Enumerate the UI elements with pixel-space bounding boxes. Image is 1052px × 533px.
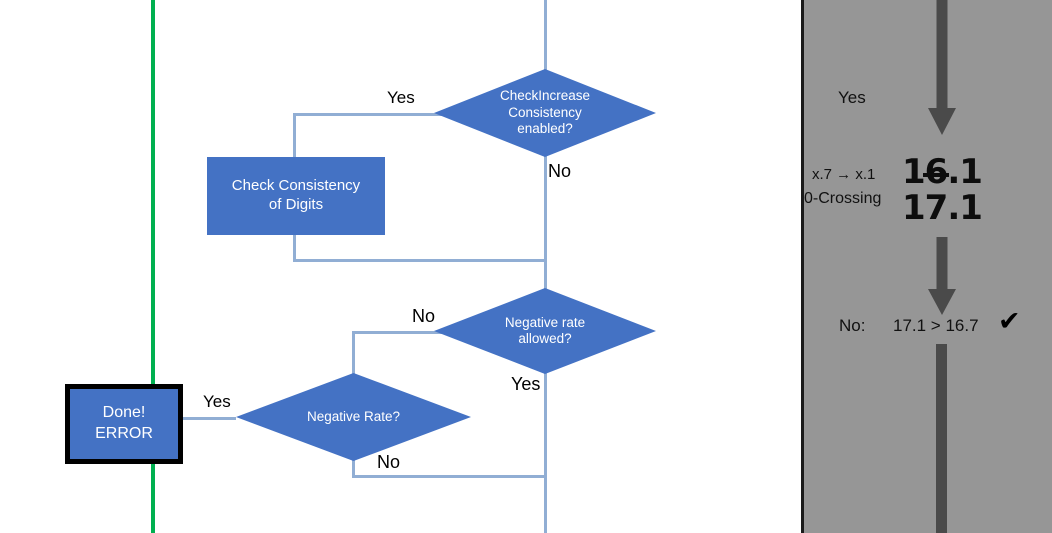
connector-trunk-lower: [544, 348, 547, 533]
edge-label-negative-rate-no: No: [377, 452, 401, 472]
decision-check-increase-consistency[interactable]: CheckIncrease Consistency enabled?: [434, 69, 656, 157]
connector-yes-to-left: [293, 113, 453, 116]
down-arrow-icon-middle: [928, 237, 956, 315]
connector-box-back-to-trunk: [293, 259, 547, 262]
annotation-panel: Yes x.7 → x.1 0-Crossing 16.1 17.1 No: 1…: [801, 0, 1052, 533]
connector-error-to-negrate: [174, 417, 236, 420]
edge-label-negative-rate-yes: Yes: [203, 392, 231, 411]
decision-line-2: Consistency: [508, 104, 582, 120]
panel-branch-label: Yes: [838, 88, 866, 107]
decision-line-1: Negative rate: [504, 314, 586, 330]
panel-rule-label-line2: 0-Crossing: [804, 190, 882, 207]
decision-negative-rate-allowed[interactable]: Negative rate allowed?: [434, 288, 656, 374]
connector-negrate-no-to-trunk: [352, 475, 547, 478]
panel-comparison-prefix: No:: [839, 316, 866, 335]
decision-line-3: enabled?: [517, 121, 573, 137]
process-line-1: Check Consistency: [231, 177, 361, 195]
panel-trunk-bar-bottom: [936, 344, 947, 533]
panel-rule-label-line1: x.7 → x.1: [812, 166, 876, 183]
connector-negrate-down: [352, 454, 355, 477]
decision-negative-rate-allowed-label: Negative rate allowed?: [497, 315, 593, 348]
strikethrough-mark: [923, 173, 949, 177]
process-label: Check Consistency of Digits: [232, 177, 360, 215]
panel-comparison: 17.1 > 16.7: [893, 316, 979, 335]
edge-label-negative-rate-allowed-yes: Yes: [511, 374, 541, 394]
terminator-line-2: ERROR: [95, 425, 153, 442]
terminator-done-error[interactable]: Done! ERROR: [65, 384, 183, 464]
connector-trunk-top: [544, 0, 547, 94]
decision-negative-rate[interactable]: Negative Rate?: [236, 373, 471, 461]
connector-left-down-to-box: [293, 113, 296, 159]
edge-label-check-increase-no: No: [548, 161, 572, 181]
decision-line-1: CheckIncrease: [499, 88, 591, 104]
connector-box-down: [293, 234, 296, 261]
connector-trunk-mid: [544, 155, 547, 307]
down-arrow-icon-top: [928, 0, 956, 135]
green-guide-line: [151, 0, 155, 533]
connector-no-to-left: [352, 331, 454, 334]
edge-label-negative-rate-allowed-no: No: [412, 306, 436, 326]
decision-negative-rate-label: Negative Rate?: [306, 408, 401, 424]
check-mark-icon: ✔: [998, 306, 1021, 337]
process-line-2: of Digits: [268, 196, 324, 213]
panel-value-current: 17.1: [902, 188, 983, 228]
panel-value-struck: 16.1: [902, 152, 983, 192]
terminator-label: Done! ERROR: [95, 403, 153, 445]
terminator-line-1: Done!: [102, 404, 146, 422]
edge-label-check-increase-yes: Yes: [387, 88, 415, 107]
process-check-consistency-of-digits[interactable]: Check Consistency of Digits: [207, 157, 385, 235]
decision-check-increase-label: CheckIncrease Consistency enabled?: [492, 88, 598, 137]
connector-left-down-to-negrate: [352, 331, 355, 376]
decision-line-2: allowed?: [518, 331, 572, 346]
